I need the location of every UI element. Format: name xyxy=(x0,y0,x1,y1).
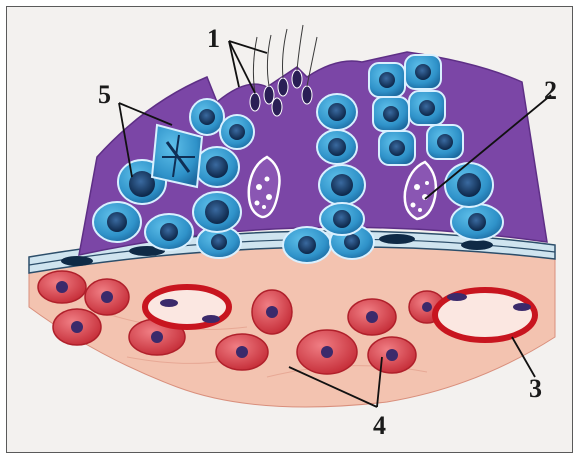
diagram-frame: 1 2 5 3 4 xyxy=(6,6,573,453)
tubule-illustration: 1 2 5 3 4 xyxy=(7,7,573,453)
label-5: 5 xyxy=(98,80,111,109)
label-3: 3 xyxy=(529,374,542,403)
label-2: 2 xyxy=(544,76,557,105)
label-1: 1 xyxy=(207,24,220,53)
label-4: 4 xyxy=(373,411,386,440)
